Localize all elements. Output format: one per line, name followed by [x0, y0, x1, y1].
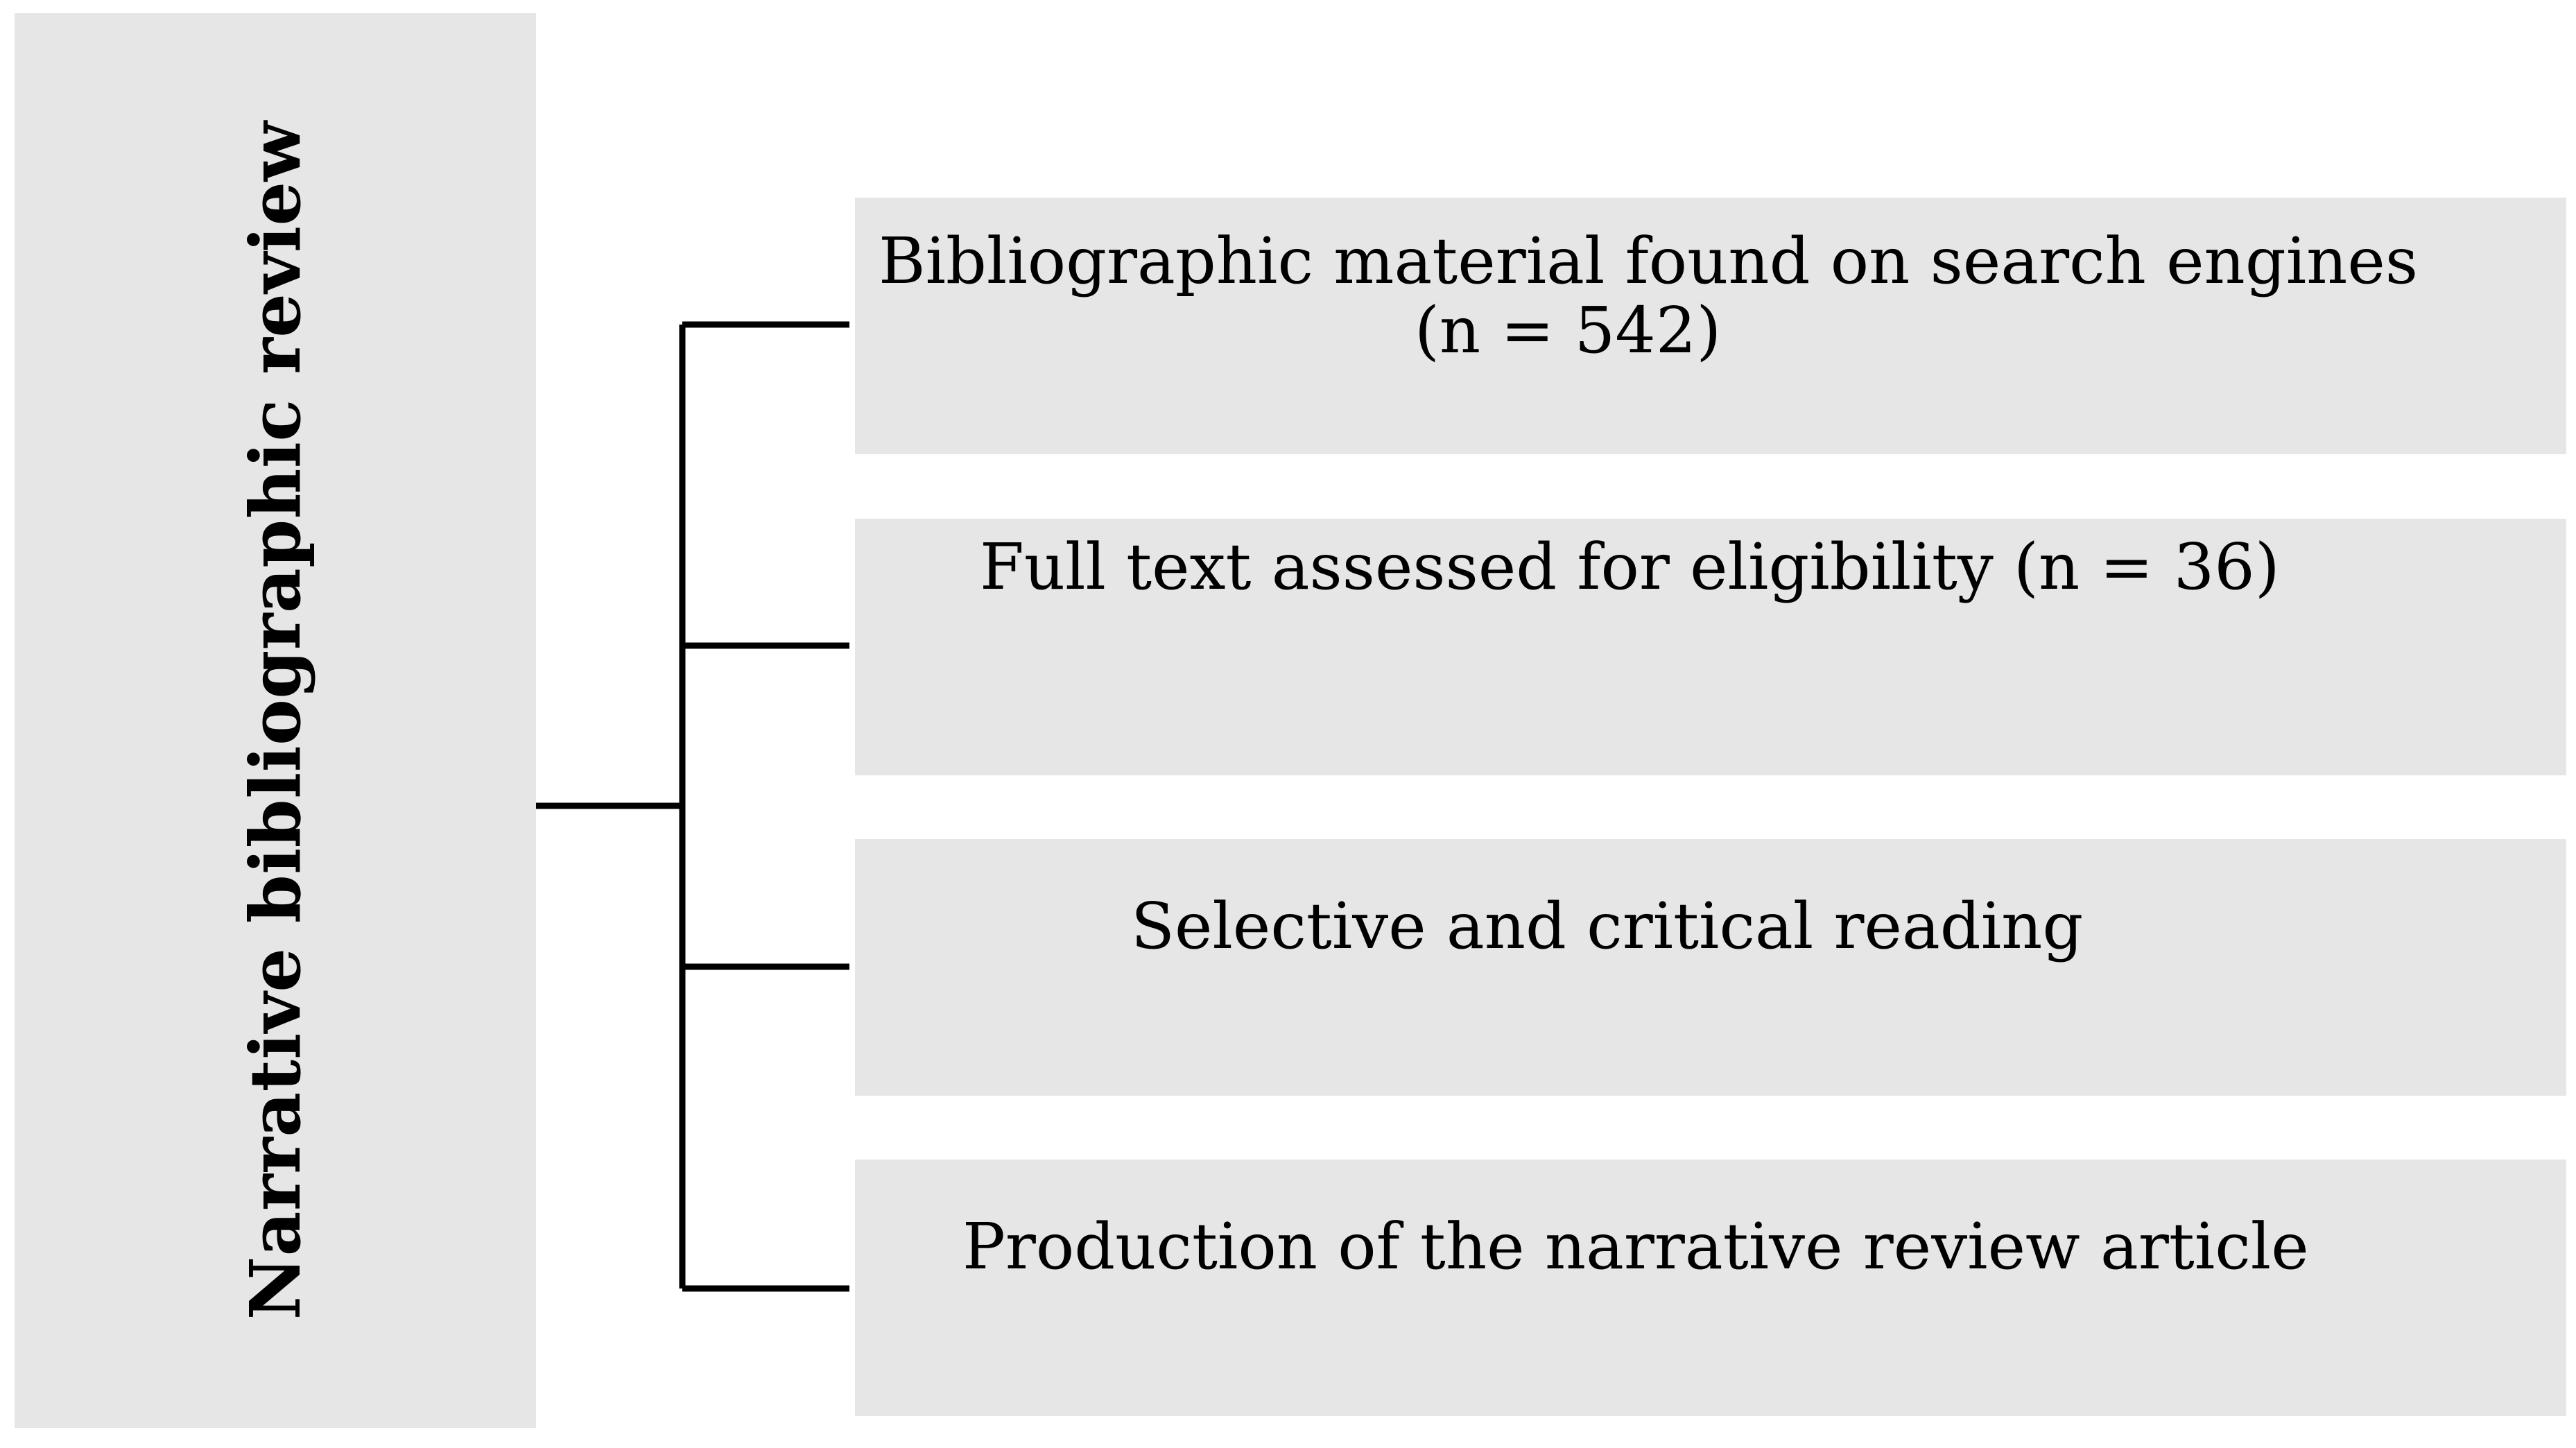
step-1-label: Bibliographic material found on search e… [879, 224, 2419, 298]
step-box-4: Production of the narrative review artic… [855, 1160, 2566, 1416]
step-box-2: Full text assessed for eligibility (n = … [855, 519, 2566, 775]
step-2-label: Full text assessed for eligibility (n = … [980, 530, 2280, 604]
step-box-3: Selective and critical reading [855, 839, 2566, 1096]
step-3-label: Selective and critical reading [1131, 889, 2084, 963]
step-1-count: (n = 542) [1415, 293, 1722, 368]
root-box [15, 13, 536, 1428]
step-box-1: Bibliographic material found on search e… [855, 198, 2566, 454]
step-4-label: Production of the narrative review artic… [962, 1209, 2309, 1284]
